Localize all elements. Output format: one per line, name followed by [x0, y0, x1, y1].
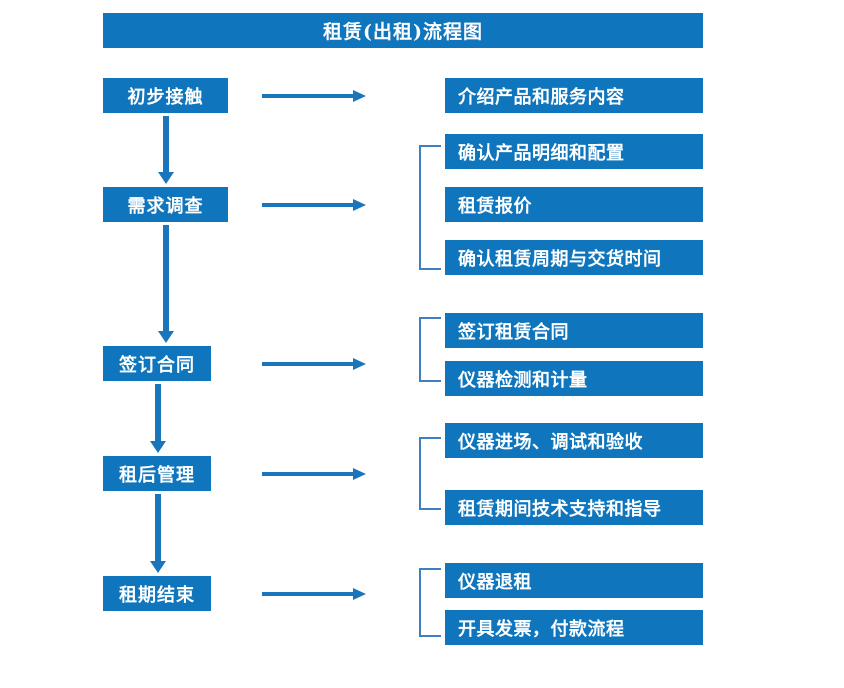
- stage-label-2: 需求调查: [127, 195, 204, 217]
- detail-label-4-2: 租赁期间技术支持和指导: [458, 498, 662, 520]
- detail-label-4-1: 仪器进场、调试和验收: [458, 431, 643, 453]
- detail-box-4-2[interactable]: 租赁期间技术支持和指导: [445, 490, 703, 525]
- detail-box-5-2[interactable]: 开具发票，付款流程: [445, 610, 703, 645]
- group-bracket-3: [419, 317, 441, 382]
- stage-label-3: 签订合同: [119, 354, 195, 376]
- right-arrow-icon-2: [262, 197, 366, 213]
- page-title: 租赁(出租)流程图: [103, 13, 703, 48]
- detail-label-3-1: 签订租赁合同: [458, 321, 569, 343]
- detail-box-3-2[interactable]: 仪器检测和计量: [445, 361, 703, 396]
- stage-box-3[interactable]: 签订合同: [103, 346, 211, 381]
- group-bracket-4: [419, 437, 441, 510]
- stage-box-5[interactable]: 租期结束: [103, 576, 211, 611]
- detail-label-5-2: 开具发票，付款流程: [458, 618, 625, 640]
- down-arrow-icon-3: [150, 384, 166, 453]
- group-bracket-5: [419, 568, 441, 637]
- down-arrow-icon-4: [150, 494, 166, 573]
- detail-label-2-1: 确认产品明细和配置: [458, 142, 625, 164]
- detail-label-1-1: 介绍产品和服务内容: [458, 86, 625, 108]
- right-arrow-icon-3: [262, 356, 366, 372]
- stage-box-1[interactable]: 初步接触: [103, 78, 228, 113]
- stage-box-2[interactable]: 需求调查: [103, 187, 228, 222]
- stage-box-4[interactable]: 租后管理: [103, 456, 211, 491]
- down-arrow-icon-2: [158, 225, 174, 343]
- right-arrow-icon-5: [262, 586, 366, 602]
- stage-label-1: 初步接触: [127, 86, 204, 108]
- right-arrow-icon-4: [262, 466, 366, 482]
- right-arrow-icon-1: [262, 88, 366, 104]
- detail-box-4-1[interactable]: 仪器进场、调试和验收: [445, 423, 703, 458]
- detail-box-2-1[interactable]: 确认产品明细和配置: [445, 134, 703, 169]
- detail-label-2-3: 确认租赁周期与交货时间: [458, 248, 662, 270]
- down-arrow-icon-1: [158, 116, 174, 184]
- group-bracket-2: [419, 145, 441, 270]
- detail-label-2-2: 租赁报价: [458, 195, 532, 217]
- stage-label-5: 租期结束: [119, 584, 195, 606]
- detail-box-1-1[interactable]: 介绍产品和服务内容: [445, 78, 703, 113]
- detail-box-3-1[interactable]: 签订租赁合同: [445, 313, 703, 348]
- detail-box-2-3[interactable]: 确认租赁周期与交货时间: [445, 240, 703, 275]
- detail-label-5-1: 仪器退租: [458, 571, 532, 593]
- detail-box-5-1[interactable]: 仪器退租: [445, 563, 703, 598]
- stage-label-4: 租后管理: [119, 464, 195, 486]
- detail-box-2-2[interactable]: 租赁报价: [445, 187, 703, 222]
- detail-label-3-2: 仪器检测和计量: [458, 369, 588, 391]
